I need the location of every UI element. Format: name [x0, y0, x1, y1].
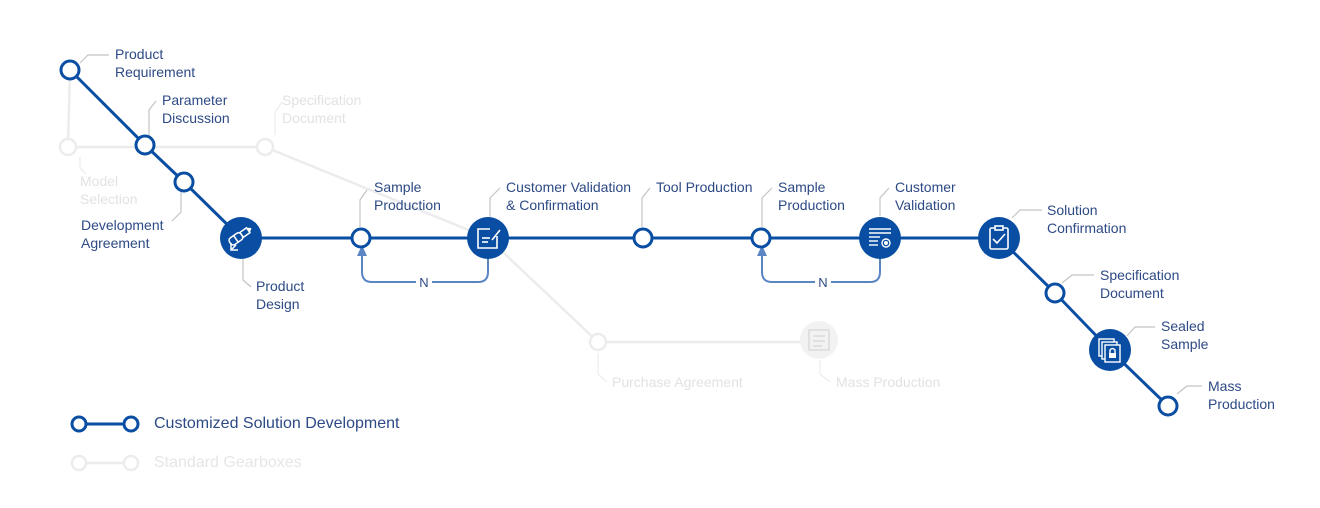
leader-lines — [79, 54, 1202, 395]
label-solution-confirmation: Solution Confirmation — [1047, 202, 1127, 236]
loop-2-arrow — [757, 245, 767, 256]
loop-1-marker: N — [419, 275, 428, 290]
specification-document-node — [1044, 282, 1066, 304]
label-model-selection: Model Selection — [80, 173, 138, 207]
model-selection-node — [58, 137, 78, 157]
label-sealed-sample: Sealed Sample — [1161, 318, 1209, 352]
label-mass-production-std: Mass Production — [836, 374, 941, 390]
mass-production-node — [1157, 395, 1179, 417]
standard-path-line — [66, 69, 819, 344]
standard-path — [58, 69, 838, 359]
label-customer-validation-confirmation: Customer Validation & Confirmation — [506, 179, 632, 213]
loop-1-arrow — [357, 245, 367, 256]
loop-2-marker: N — [818, 275, 827, 290]
legend-customized-label: Customized Solution Development — [154, 415, 400, 432]
label-tool-production: Tool Production — [656, 179, 753, 195]
product-design-node — [220, 217, 262, 259]
customer-validation-node — [859, 217, 901, 259]
document-icon — [808, 329, 830, 351]
specification-document-std-node — [255, 137, 275, 157]
mass-production-std-node — [800, 321, 838, 359]
label-specification-document-std: Specification Document — [282, 92, 362, 126]
label-mass-production: Mass Production — [1208, 378, 1275, 412]
legend-standard-label: Standard Gearboxes — [154, 454, 302, 471]
label-specification-document: Specification Document — [1100, 267, 1180, 301]
clipboard-check-icon — [989, 225, 1009, 250]
label-customer-validation: Customer Validation — [895, 179, 956, 213]
parameter-discussion-node — [134, 134, 156, 156]
design-tools-icon — [228, 226, 252, 251]
sample-production-2-node — [750, 227, 772, 249]
label-product-design: Product Design — [256, 278, 305, 312]
development-agreement-node — [173, 171, 195, 193]
label-development-agreement: Development Agreement — [81, 217, 164, 251]
label-purchase-agreement: Purchase Agreement — [612, 374, 743, 390]
label-parameter-discussion: Parameter Discussion — [162, 92, 230, 126]
legend-standard-swatch — [70, 454, 140, 472]
legend-customized-swatch — [70, 415, 140, 433]
solution-confirmation-node — [978, 217, 1020, 259]
label-sample-production-1: Sample Production — [374, 179, 441, 213]
label-sample-production-2: Sample Production — [778, 179, 845, 213]
settings-document-icon — [869, 228, 891, 248]
product-requirement-node — [59, 59, 81, 81]
sample-production-1-node — [350, 227, 372, 249]
tool-production-node — [632, 227, 654, 249]
edit-document-icon — [477, 228, 501, 249]
purchase-agreement-node — [588, 332, 608, 352]
label-product-requirement: Product Requirement — [115, 46, 196, 80]
customized-path: N N — [59, 59, 1179, 417]
locked-stack-icon — [1098, 338, 1121, 363]
